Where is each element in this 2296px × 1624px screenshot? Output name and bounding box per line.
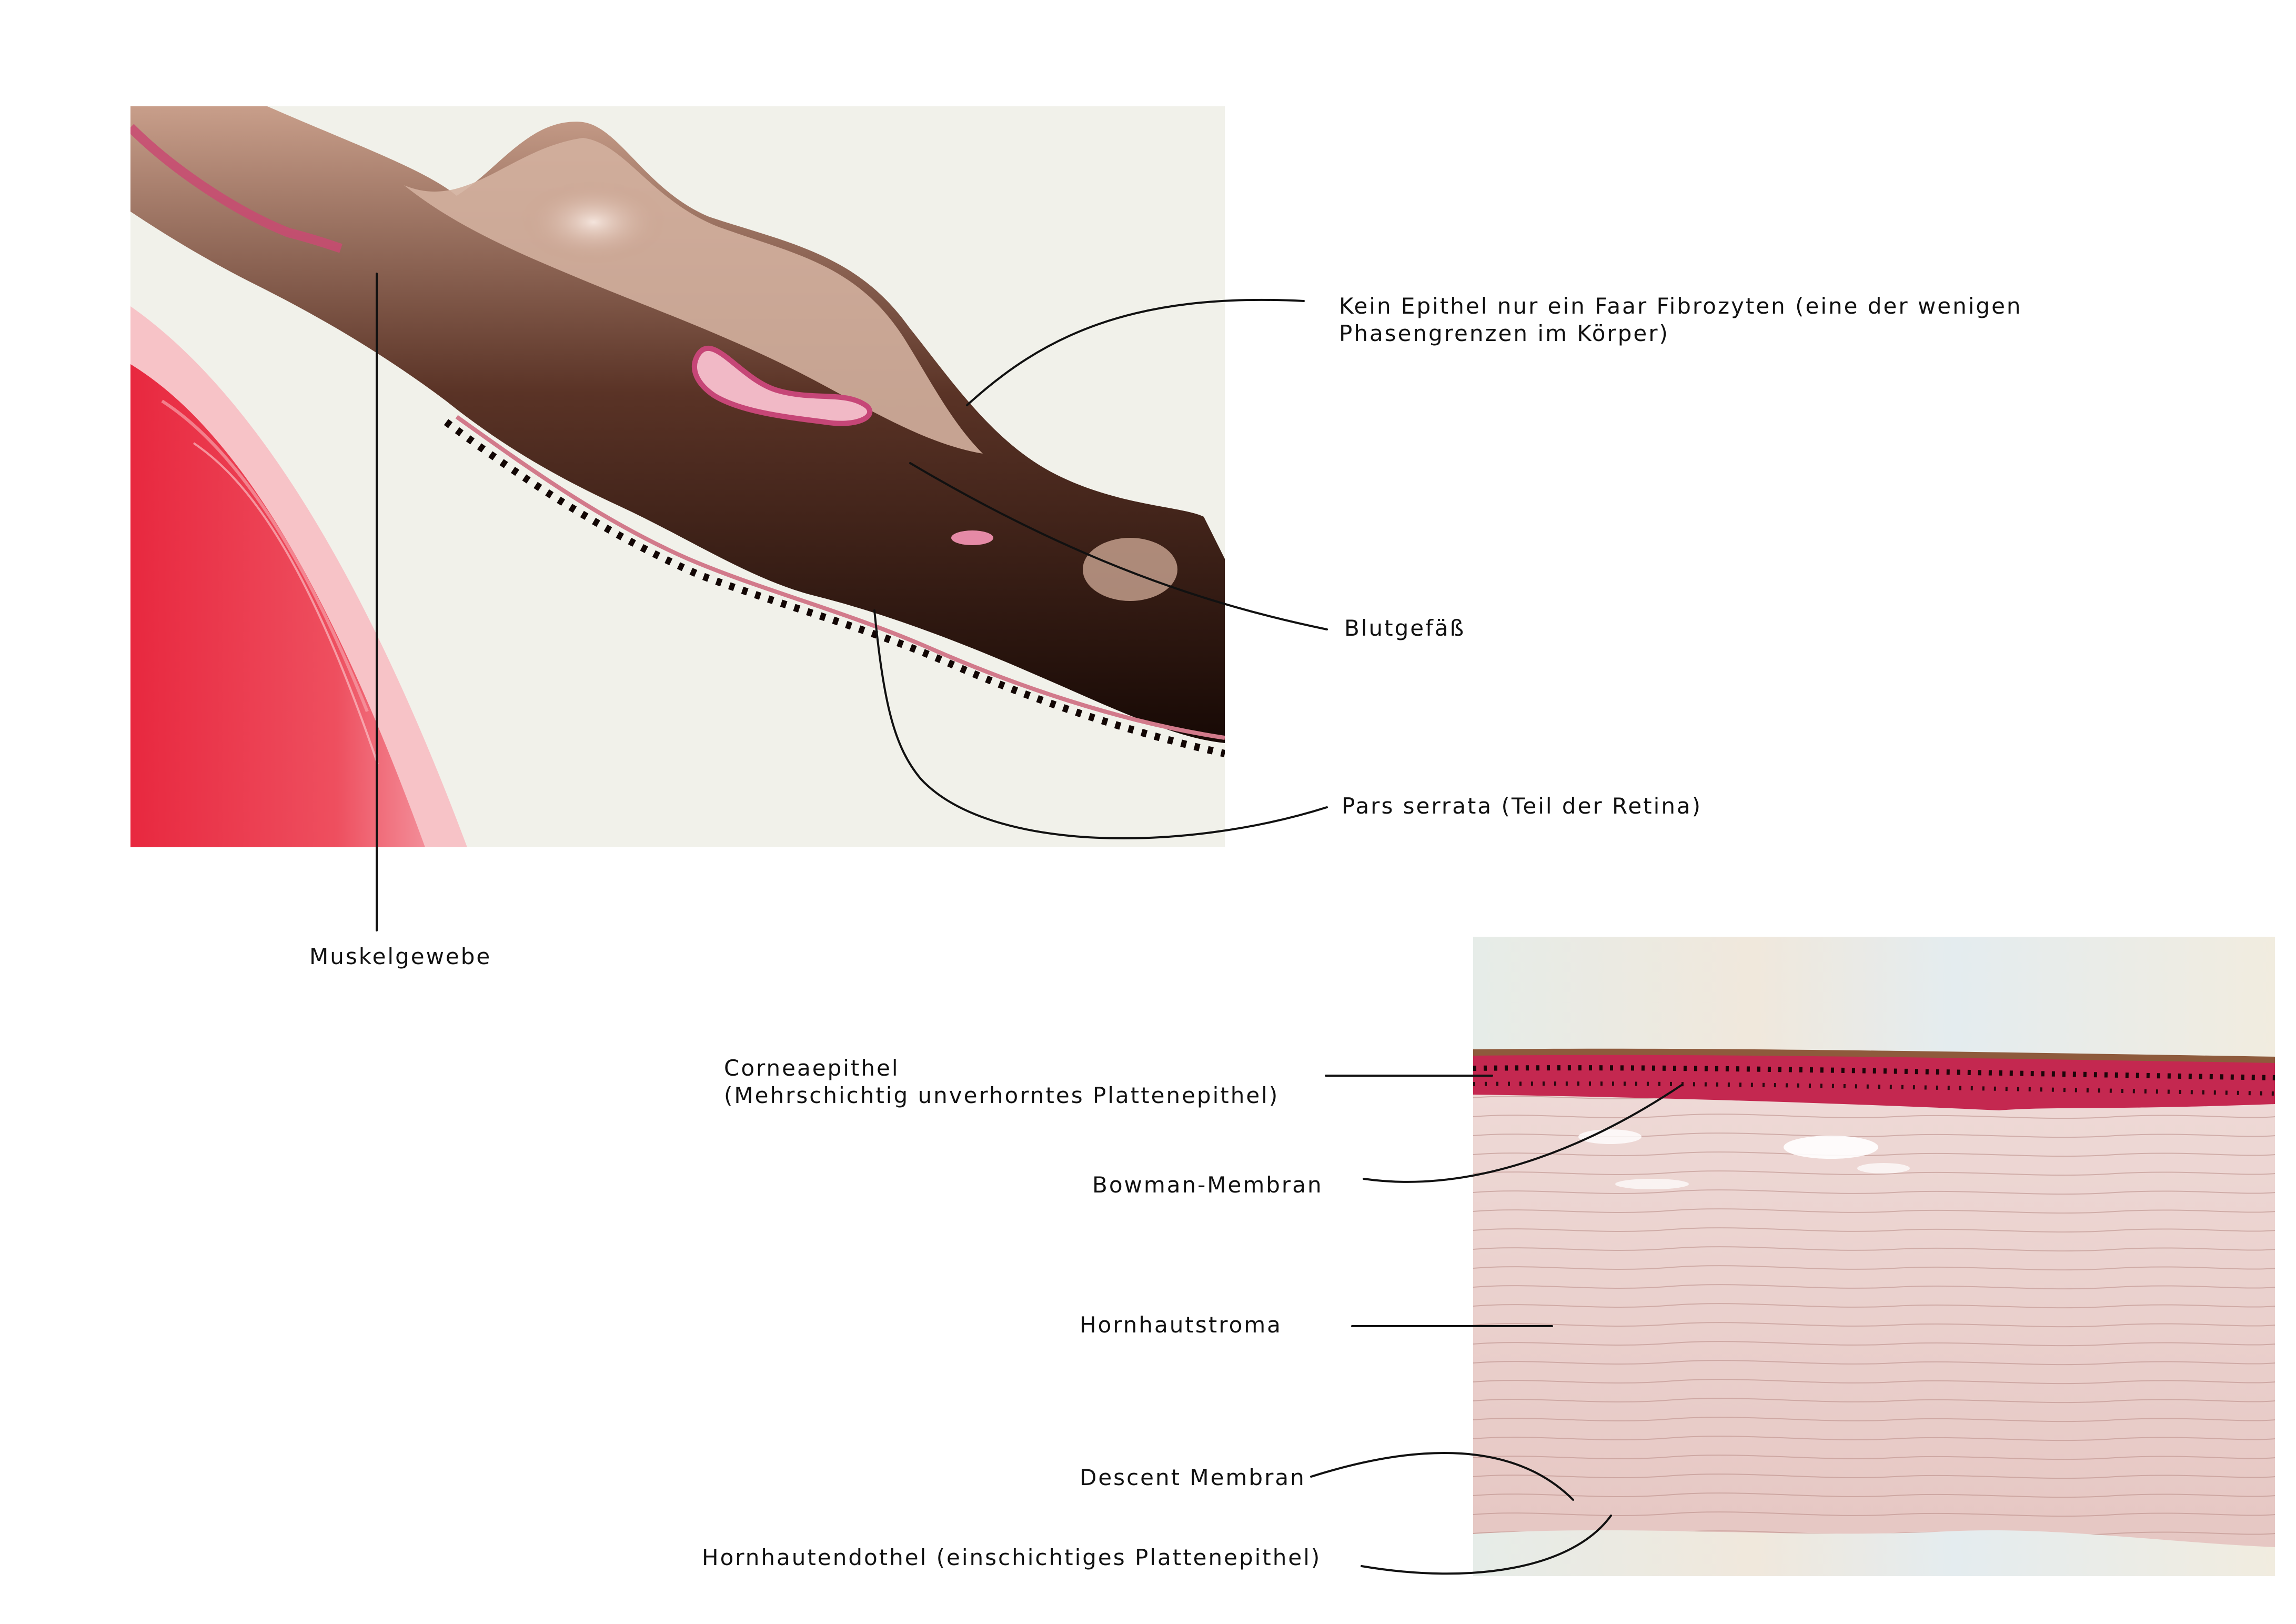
label-corneaepithel: Corneaepithel (Mehrschichtig unverhornte… xyxy=(724,1055,1279,1109)
micrograph-cornea xyxy=(1473,937,2275,1576)
label-hornhautstroma: Hornhautstroma xyxy=(1080,1312,1282,1338)
epithel-surface xyxy=(1473,1048,2275,1063)
label-kein-epithel-line1: Kein Epithel nur ein Faar Fibrozyten (ei… xyxy=(1339,293,2022,319)
stroma-cleft-3 xyxy=(1615,1179,1689,1189)
micrograph-2-drawing xyxy=(1473,937,2275,1576)
lens xyxy=(130,364,425,847)
label-blutgefaess: Blutgefäß xyxy=(1344,615,1466,641)
stroma-highlight xyxy=(520,180,667,264)
stroma-highlight-2 xyxy=(1083,538,1177,601)
muscle-fibres xyxy=(130,124,343,253)
vessel-small xyxy=(951,530,993,545)
blood-vessel xyxy=(691,345,873,426)
label-kein-epithel: Kein Epithel nur ein Faar Fibrozyten (ei… xyxy=(1339,293,2022,347)
label-corneaepithel-line1: Corneaepithel xyxy=(724,1055,900,1081)
epithel-nuclei xyxy=(1473,1065,2275,1080)
lens-highlight xyxy=(161,399,369,713)
label-descent-membran: Descent Membran xyxy=(1080,1465,1306,1490)
micrograph-pars-serrata xyxy=(130,106,1225,847)
stroma-cleft-2 xyxy=(1578,1129,1642,1144)
label-bowman-membran: Bowman-Membran xyxy=(1092,1172,1323,1198)
stroma-lamellae xyxy=(1473,1095,2275,1547)
lens-highlight-2 xyxy=(193,442,379,765)
micrograph-1-drawing xyxy=(130,106,1225,847)
pars-serrata-beads xyxy=(444,419,1225,757)
stroma-cleft-4 xyxy=(1857,1163,1910,1174)
label-hornhautendothel: Hornhautendothel (einschichtiges Platten… xyxy=(702,1545,1322,1570)
label-kein-epithel-line2: Phasengrenzen im Körper) xyxy=(1339,320,1669,346)
label-muskelgewebe: Muskelgewebe xyxy=(309,944,492,969)
epithel-nuclei-2 xyxy=(1473,1081,2275,1096)
stroma-cleft-1 xyxy=(1784,1136,1878,1159)
label-pars-serrata: Pars serrata (Teil der Retina) xyxy=(1342,793,1703,819)
label-corneaepithel-line2: (Mehrschichtig unverhorntes Plattenepith… xyxy=(724,1082,1280,1108)
